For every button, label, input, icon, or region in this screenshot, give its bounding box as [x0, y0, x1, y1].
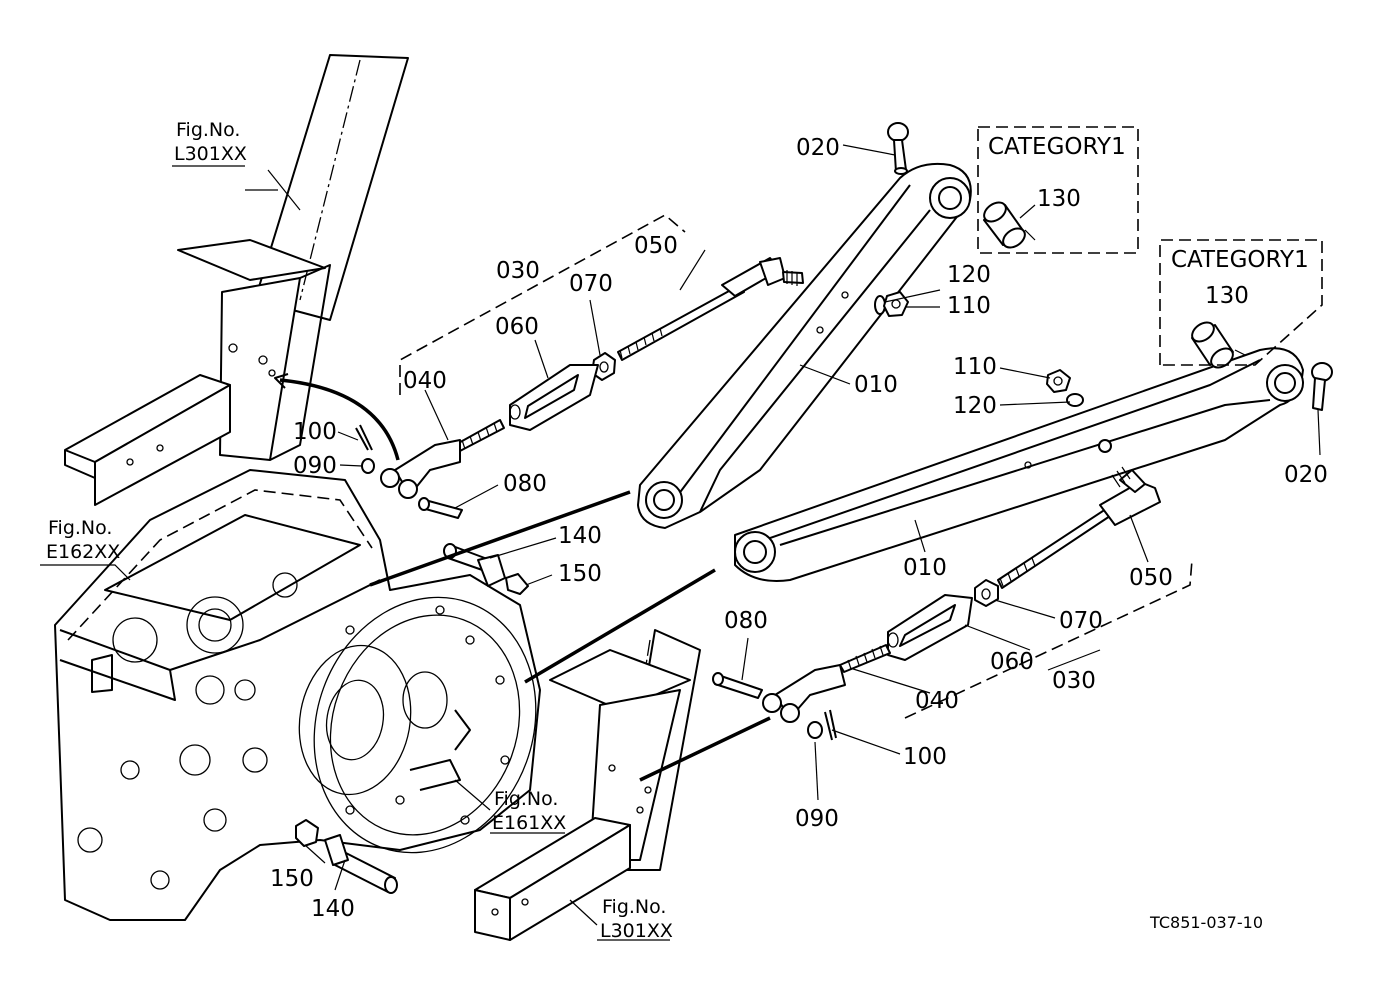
label-070-upper: 070: [569, 271, 613, 297]
label-010-lower: 010: [903, 555, 947, 581]
pin-upper: [887, 122, 909, 175]
label-120-upper: 120: [947, 262, 991, 288]
label-050-lower: 050: [1129, 565, 1173, 591]
pins-rear: [295, 819, 398, 894]
label-070-lower: 070: [1059, 608, 1103, 634]
fig-ref-4-line1: Fig.No.: [602, 896, 666, 918]
assembly-lines: [274, 373, 771, 782]
category-2-part: 130: [1205, 283, 1249, 309]
fig-ref-3-line1: Fig.No.: [494, 788, 558, 810]
label-080-lower: 080: [724, 608, 768, 634]
fig-ref-1-line1: Fig.No.: [176, 119, 240, 141]
label-050-upper: 050: [634, 233, 678, 259]
category-2-title: CATEGORY1: [1171, 247, 1309, 273]
fig-ref-2-line1: Fig.No.: [48, 517, 112, 539]
label-090-lower: 090: [795, 806, 839, 832]
nut-washer-lower: [1046, 369, 1084, 407]
transmission-housing: [54, 469, 541, 921]
category-box-1: [977, 126, 1139, 254]
bushing-lower: [1191, 321, 1234, 369]
nut-washer-upper: [874, 291, 909, 317]
label-060-lower: 060: [990, 649, 1034, 675]
label-150-front: 150: [558, 561, 602, 587]
label-110-lower: 110: [953, 354, 997, 380]
label-100-lower: 100: [903, 744, 947, 770]
label-020-lower: 020: [1284, 462, 1328, 488]
category-1-part: 130: [1037, 186, 1081, 212]
assy-030-upper-frame: [399, 214, 686, 395]
category-1-title: CATEGORY1: [988, 134, 1126, 160]
label-040-upper: 040: [403, 368, 447, 394]
label-010-upper: 010: [854, 372, 898, 398]
label-060-upper: 060: [495, 314, 539, 340]
category-box-2: [1159, 239, 1323, 366]
bushing-upper: [983, 201, 1026, 249]
assy-030-lower-frame: [904, 559, 1193, 719]
label-110-upper: 110: [947, 293, 991, 319]
label-140-rear: 140: [311, 896, 355, 922]
label-120-lower: 120: [953, 393, 997, 419]
upper-lower-link-arm: [637, 162, 972, 529]
upper-check-chain: [355, 257, 804, 519]
label-030-lower: 030: [1052, 668, 1096, 694]
label-090-upper: 090: [293, 453, 337, 479]
label-100-upper: 100: [293, 419, 337, 445]
lower-lower-link-arm: [734, 347, 1304, 582]
label-140-front: 140: [558, 523, 602, 549]
drawing-code: TC851-037-10: [1149, 913, 1263, 932]
leader-lines: [40, 144, 1321, 941]
fig-ref-2-line2: E162XX: [46, 541, 120, 563]
label-080-upper: 080: [503, 471, 547, 497]
fig-ref-3-line2: E161XX: [492, 812, 566, 834]
fig-ref-4-line2: L301XX: [600, 920, 673, 942]
upper-frame-bracket: [64, 54, 409, 506]
pin-lower: [1311, 362, 1333, 411]
label-040-lower: 040: [915, 688, 959, 714]
label-020-upper: 020: [796, 135, 840, 161]
fig-ref-1-line2: L301XX: [174, 143, 247, 165]
lower-check-chain: [712, 466, 1161, 741]
lower-frame-bracket: [474, 629, 701, 941]
label-150-rear: 150: [270, 866, 314, 892]
label-030-upper: 030: [496, 258, 540, 284]
